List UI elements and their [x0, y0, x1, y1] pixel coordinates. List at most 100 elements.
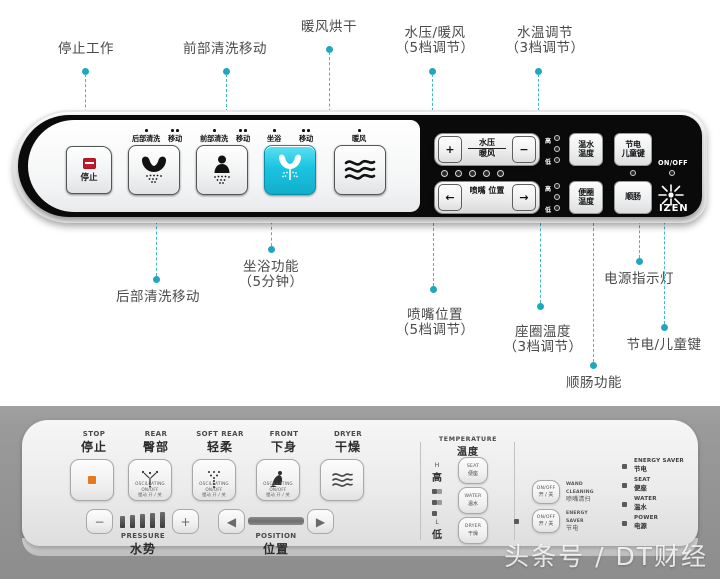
temperature-high-en: H: [434, 462, 440, 469]
rear-wash-button[interactable]: [128, 145, 180, 195]
starburst-icon: [655, 183, 687, 211]
status-energy-saver-cn: 节电: [634, 465, 647, 473]
sitz-bath-move-indicator-dot-2: [307, 129, 310, 132]
photo-stop-square-icon: [88, 476, 96, 484]
level-dot-2: [455, 170, 462, 177]
warm-air-waves-icon: [344, 159, 376, 180]
seat-temp-led-low: [554, 205, 560, 211]
photo-rear-caption-en: REAR: [144, 430, 168, 438]
water-temp-label-line2: 温度: [578, 148, 594, 158]
callout-seat-temp-dot: [537, 303, 544, 310]
photo-front-caption-en: FRONT: [269, 430, 299, 438]
callout-energy-child-label: 节电/儿童键: [626, 337, 702, 353]
callout-sitz-bath-leader: [271, 216, 272, 246]
bowel-button[interactable]: 顺肠: [614, 181, 652, 214]
photo-wand-label-cn: 喷嘴清扫: [566, 495, 591, 503]
status-power: POWER 电源: [634, 515, 658, 530]
photo-position-right-button[interactable]: ▶: [307, 509, 334, 534]
rear-wash-icon: [142, 156, 166, 183]
water-temp-high-label: 高: [545, 138, 552, 145]
photo-front-icon: [270, 470, 283, 487]
sitz-bath-indicator-dot: [273, 129, 276, 132]
temperature-led-1: [432, 489, 437, 494]
warm-air-button[interactable]: [334, 145, 386, 195]
callout-sitz-bath-label: 坐浴功能 （5分钟）: [238, 259, 304, 291]
rear-wash-indicator-dot: [145, 129, 148, 132]
photo-soft-rear-button[interactable]: OSCILLATING ON/OFF 摆动 开 / 关: [192, 459, 236, 501]
callout-front-wash-label: 前部清洗移动: [183, 41, 267, 57]
status-water: WATER 温水: [634, 496, 657, 511]
photo-position-caption-en: POSITION: [255, 532, 297, 540]
callout-pressure-dot: [429, 68, 436, 75]
front-wash-button[interactable]: [196, 145, 248, 195]
photo-energy-label-cn: 节电: [566, 524, 579, 532]
seat-temperature-button[interactable]: 便圈 温度: [569, 181, 603, 214]
photo-dryer-button[interactable]: [320, 459, 364, 501]
nozzle-move-left-button[interactable]: ←: [438, 184, 462, 211]
photo-energy-label-en2: SAVER: [566, 518, 584, 524]
nozzle-label-line2: 位置: [488, 186, 505, 195]
photo-front-caption: FRONT 下身: [254, 430, 314, 455]
temperature-led-1b: [437, 489, 442, 494]
power-indicator-led: [669, 170, 675, 176]
callout-power-indicator-label: 电源指示灯: [604, 271, 674, 287]
photo-dryer-temp-button[interactable]: DRYER 干燥: [458, 517, 488, 544]
stop-button[interactable]: 停止: [66, 146, 112, 194]
front-wash-caption: 前部清洗: [200, 134, 228, 143]
pressure-bar-3: [140, 514, 145, 528]
photo-pressure-increase-button[interactable]: +: [172, 509, 199, 534]
photo-front-button[interactable]: OSCILLATING ON/OFF 摆动 开 / 关: [256, 459, 300, 501]
seat-temp-led-mid: [554, 194, 560, 200]
bowel-label: 顺肠: [625, 192, 641, 202]
photo-dryer-caption-en: DRYER: [333, 430, 363, 438]
water-temp-led-high: [554, 135, 560, 141]
energy-child-button[interactable]: 节电 儿童键: [614, 133, 652, 166]
water-temp-led-low: [554, 157, 560, 163]
rear-wash-move-indicator-dot-1: [171, 129, 174, 132]
photo-pressure-decrease-button[interactable]: −: [86, 509, 113, 534]
photo-energy-saver-toggle[interactable]: ON/OFF 开 / 关: [532, 509, 560, 533]
callout-rear-wash-dot: [153, 276, 160, 283]
seat-temp-high-label: 高: [545, 186, 552, 193]
callout-stop-work-leader: [85, 74, 86, 138]
position-slider-track[interactable]: [248, 517, 304, 525]
photo-soft-rear-osc-text: OSCILLATING ON/OFF 摆动 开 / 关: [193, 481, 235, 497]
callout-seat-temp-label: 座圈温度 （3档调节）: [503, 324, 583, 356]
seat-temp-led-high: [554, 183, 560, 189]
photo-dryer-caption-cn: 干燥: [334, 440, 361, 454]
level-dot-1: [441, 170, 448, 177]
warm-air-caption: 暖风: [352, 134, 366, 143]
pressure-increase-button[interactable]: +: [438, 136, 462, 163]
callout-front-wash-dot: [223, 68, 230, 75]
pressure-label-line1: 水压: [468, 138, 506, 149]
photo-temperature-caption-cn: 温度: [457, 447, 479, 458]
rear-wash-move-indicator-dot-2: [176, 129, 179, 132]
nozzle-move-right-button[interactable]: →: [512, 184, 536, 211]
nozzle-position-label: 喷嘴 位置: [468, 186, 506, 195]
photo-position-left-button[interactable]: ◀: [218, 509, 245, 534]
callout-pressure-leader: [432, 74, 433, 130]
sitz-bath-move-indicator-dot-1: [302, 129, 305, 132]
callout-sitz-bath-dot: [268, 246, 275, 253]
photo-wand-cleaning-toggle[interactable]: ON/OFF 开 / 关: [532, 480, 560, 504]
photo-control-panel: STOP 停止 REAR 臀部 SOFT REAR 轻柔 FRONT 下身 DR…: [22, 420, 698, 556]
water-temperature-button[interactable]: 温水 温度: [569, 133, 603, 166]
pressure-bar-5: [160, 512, 165, 528]
photo-stop-button[interactable]: [70, 459, 114, 501]
photo-wand-cleaning-label: WAND CLEANING 喷嘴清扫: [566, 480, 594, 504]
photo-seat-temp-button[interactable]: SEAT 便座: [458, 457, 488, 484]
callout-pressure-label: 水压/暖风 （5档调节）: [395, 25, 475, 57]
pressure-decrease-button[interactable]: −: [512, 136, 536, 163]
photo-energy-saver-led: [514, 519, 519, 524]
callout-bowel-label: 顺肠功能: [566, 375, 622, 391]
callout-stop-work-label: 停止工作: [58, 41, 114, 57]
callout-warm-air-leader: [329, 52, 330, 122]
photo-rear-osc-text: OSCILLATING ON/OFF 摆动 开 / 关: [129, 481, 171, 497]
photo-soft-rear-osc-l1: OSCILLATING: [199, 481, 229, 487]
photo-soft-rear-icon: [208, 470, 220, 488]
photo-rear-button[interactable]: OSCILLATING ON/OFF 摆动 开 / 关: [128, 459, 172, 501]
photo-water-temp-button[interactable]: WATER 温水: [458, 487, 488, 514]
sitz-bath-button[interactable]: [264, 145, 316, 195]
callout-water-temp-dot: [535, 68, 542, 75]
photo-stop-caption: STOP 停止: [64, 430, 124, 455]
